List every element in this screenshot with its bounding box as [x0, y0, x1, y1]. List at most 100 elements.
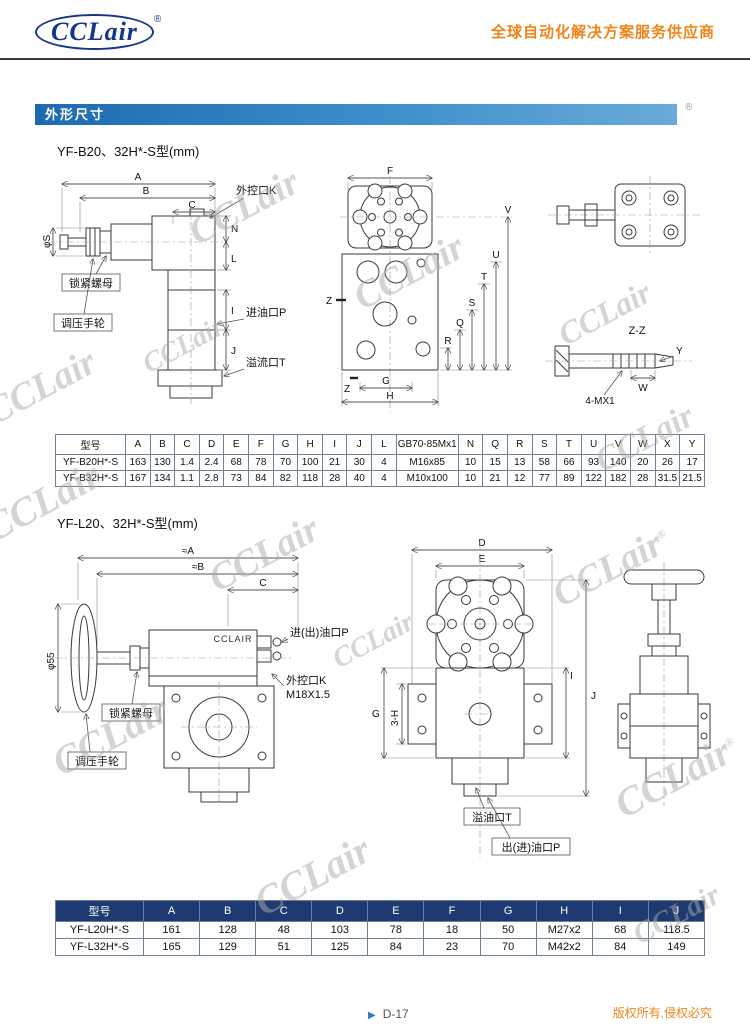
- dimension-value-cell: 84: [248, 470, 274, 487]
- dimension-value-cell: M10x100: [395, 470, 459, 487]
- dimension-value-cell: 15: [482, 454, 508, 471]
- front-view-yf-b: F Z Z R Q: [326, 166, 512, 412]
- column-header: T: [556, 434, 582, 455]
- dim-label-e: E: [479, 554, 486, 565]
- dimension-value-cell: 70: [479, 938, 537, 956]
- dimension-value-cell: 23: [423, 938, 481, 956]
- column-header: Q: [482, 434, 508, 455]
- dimension-value-cell: 1.4: [174, 454, 200, 471]
- dim-label-b: B: [143, 186, 150, 197]
- section-title: 外形尺寸: [45, 107, 106, 122]
- dimension-value-cell: 84: [367, 938, 425, 956]
- page-header: CCLair ® 全球自动化解决方案服务供应商: [0, 0, 750, 60]
- callout-in-out-port-p: 进(出)油口P: [290, 625, 349, 639]
- dimension-value-cell: 182: [605, 470, 631, 487]
- dimension-value-cell: 161: [142, 921, 201, 939]
- dim-label-u: U: [492, 250, 499, 261]
- page-number-group: ▶D-17: [368, 1007, 409, 1021]
- dimension-value-cell: 77: [531, 470, 558, 487]
- dim-label-y: Y: [676, 346, 683, 357]
- column-header: J: [346, 434, 373, 455]
- dimension-value-cell: 28: [629, 470, 656, 487]
- dimension-value-cell: 20: [629, 454, 656, 471]
- dimension-value-cell: 149: [647, 938, 706, 956]
- column-header: U: [580, 434, 607, 455]
- dimension-value-cell: 21: [482, 470, 508, 487]
- dimension-value-cell: 122: [580, 470, 607, 487]
- dim-label-q: Q: [456, 318, 464, 329]
- figure1-title: YF-B20、32H*-S型(mm): [57, 144, 200, 159]
- dimension-value-cell: 84: [591, 938, 649, 956]
- model-name-cell: YF-L20H*-S: [55, 921, 144, 939]
- dim-label-l: L: [231, 254, 237, 265]
- dimension-value-cell: 165: [142, 938, 201, 956]
- dimension-value-cell: 134: [149, 470, 176, 487]
- dimension-value-cell: 78: [248, 454, 274, 471]
- dim-label-j: J: [231, 346, 236, 357]
- page-footer: ▶D-17 版权所有,侵权必究: [0, 1005, 750, 1021]
- column-header: R: [506, 434, 533, 455]
- callout-adjust-handwheel: 调压手轮: [75, 754, 119, 768]
- column-header: H: [535, 900, 593, 922]
- dimension-value-cell: 13: [506, 454, 533, 471]
- dim-label-f: F: [387, 166, 393, 177]
- dimension-value-cell: 21: [321, 454, 348, 471]
- dimension-value-cell: M16x85: [395, 454, 459, 471]
- dimension-value-cell: 58: [531, 454, 558, 471]
- dimension-value-cell: 130: [149, 454, 176, 471]
- dimension-value-cell: 4: [371, 470, 397, 487]
- dimension-value-cell: M27x2: [535, 921, 593, 939]
- column-header: 型号: [55, 900, 144, 922]
- column-header: H: [297, 434, 323, 455]
- dim-label-g: G: [372, 709, 380, 720]
- dimension-value-cell: 28: [321, 470, 348, 487]
- dim-label-phi-s: φS: [42, 235, 53, 248]
- front-view-yf-l: D E G: [372, 538, 596, 858]
- copyright-notice: 版权所有,侵权必究: [612, 1006, 712, 1020]
- dimension-value-cell: 26: [654, 454, 681, 471]
- page-marker-icon: ▶: [368, 1010, 376, 1021]
- callout-external-port-k: 外控口K: [236, 183, 277, 197]
- dim-label-a: A: [135, 172, 142, 183]
- section-header-bar: 外形尺寸: [35, 104, 677, 125]
- logo-registered-icon: ®: [153, 14, 162, 25]
- column-header: W: [629, 434, 656, 455]
- model-name-cell: YF-L32H*-S: [55, 938, 144, 956]
- side-view-yf-b: A B C φS: [42, 172, 286, 404]
- company-tagline: 全球自动化解决方案服务供应商: [490, 24, 715, 41]
- model-name-cell: YF-B32H*-S: [55, 470, 126, 487]
- cclair-logo: CCLair ®: [35, 14, 161, 50]
- dimension-value-cell: 31.5: [654, 470, 681, 487]
- column-header: V: [605, 434, 631, 455]
- callout-lock-nut: 锁紧螺母: [69, 276, 113, 290]
- dim-label-s: S: [469, 298, 476, 309]
- dim-label-j: J: [591, 691, 596, 702]
- dim-label-i: I: [570, 671, 573, 682]
- column-header: F: [248, 434, 274, 455]
- column-header: E: [367, 900, 425, 922]
- logo-text: CCLair: [51, 17, 138, 46]
- dim-label-r: R: [444, 336, 451, 347]
- figure2-title: YF-L20、32H*-S型(mm): [57, 516, 198, 531]
- bolt-spec-label: 4-MX1: [585, 396, 615, 407]
- dimension-value-cell: 40: [346, 470, 373, 487]
- callout-inlet-port-p: 进油口P: [246, 305, 286, 319]
- dimension-value-cell: 68: [223, 454, 250, 471]
- dimension-value-cell: 78: [367, 921, 425, 939]
- dimension-value-cell: 100: [297, 454, 323, 471]
- callout-lock-nut: 锁紧螺母: [109, 706, 153, 720]
- dimension-value-cell: 129: [199, 938, 257, 956]
- dim-label-g: G: [382, 376, 390, 387]
- dimension-value-cell: M42x2: [535, 938, 593, 956]
- drawing-yf-l: ≈A ≈B C φ55 CCLAIR 进(出)油口P: [46, 538, 711, 858]
- dimension-value-cell: 70: [272, 454, 299, 471]
- callout-thread-spec: M18X1.5: [286, 689, 330, 701]
- drawing-yf-b: A B C φS: [42, 166, 700, 412]
- dim-label-c: C: [188, 200, 195, 211]
- column-header: B: [199, 900, 257, 922]
